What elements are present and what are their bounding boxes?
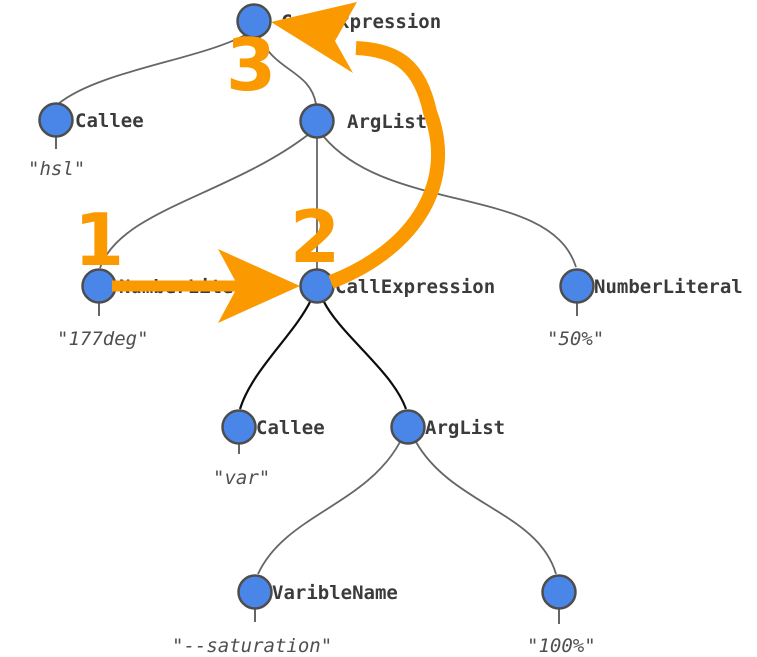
node-circle-variblename bbox=[237, 574, 273, 610]
node-circle-root bbox=[236, 3, 272, 39]
leaf-value-177deg: "177deg" bbox=[57, 328, 149, 350]
arrow-step2-arc bbox=[328, 41, 445, 289]
step-number-3: 3 bbox=[226, 23, 276, 107]
edge-root-to-arglist bbox=[258, 35, 317, 105]
leaf-value-100: "100%" bbox=[527, 635, 596, 657]
node-circle-arglist-outer bbox=[299, 103, 335, 139]
node-label-arglist-inner: ArgList bbox=[425, 417, 505, 439]
edge-arglist-inner-to-numberliteral-100 bbox=[415, 441, 557, 575]
node-label-variblename: VaribleName bbox=[272, 582, 398, 604]
leaf-value-hsl: "hsl" bbox=[28, 158, 85, 180]
edge-root-to-callee bbox=[57, 33, 248, 105]
node-label-numberliteral-50: NumberLiteral bbox=[594, 276, 743, 298]
arrow-step1-to-step2 bbox=[112, 249, 300, 323]
edge-arglist-to-numberliteral-50 bbox=[323, 136, 577, 268]
arrow-step1-shaft bbox=[112, 280, 242, 292]
node-label-callee-var: Callee bbox=[256, 417, 325, 439]
node-circle-callee-hsl bbox=[38, 102, 74, 138]
node-label-callexpression-var: CallExpression bbox=[335, 276, 495, 298]
node-label-callee-hsl: Callee bbox=[75, 110, 144, 132]
arrow-step2-head-icon bbox=[271, 2, 357, 73]
leaf-value-var: "var" bbox=[213, 467, 270, 489]
leaf-value-50: "50%" bbox=[547, 328, 604, 350]
arrow-step1-head-icon bbox=[218, 249, 300, 323]
node-circle-numberliteral-50 bbox=[559, 268, 595, 304]
node-circle-arglist-inner bbox=[390, 409, 426, 445]
edge-callexpression-to-callee-var bbox=[238, 299, 312, 410]
node-circle-callee-var bbox=[221, 409, 257, 445]
arrow-step2-to-step3 bbox=[271, 2, 445, 289]
step-number-1: 1 bbox=[74, 198, 124, 282]
edge-arglist-inner-to-variblename bbox=[257, 441, 401, 575]
step-number-2: 2 bbox=[290, 195, 340, 279]
node-label-arglist-outer: ArgList bbox=[347, 111, 427, 133]
edge-callexpression-to-arglist-inner bbox=[322, 299, 408, 410]
node-circle-numberliteral-100 bbox=[541, 574, 577, 610]
edge-arglist-to-numberliteral-deg bbox=[99, 133, 310, 269]
leaf-value-saturation: "--saturation" bbox=[172, 635, 332, 657]
